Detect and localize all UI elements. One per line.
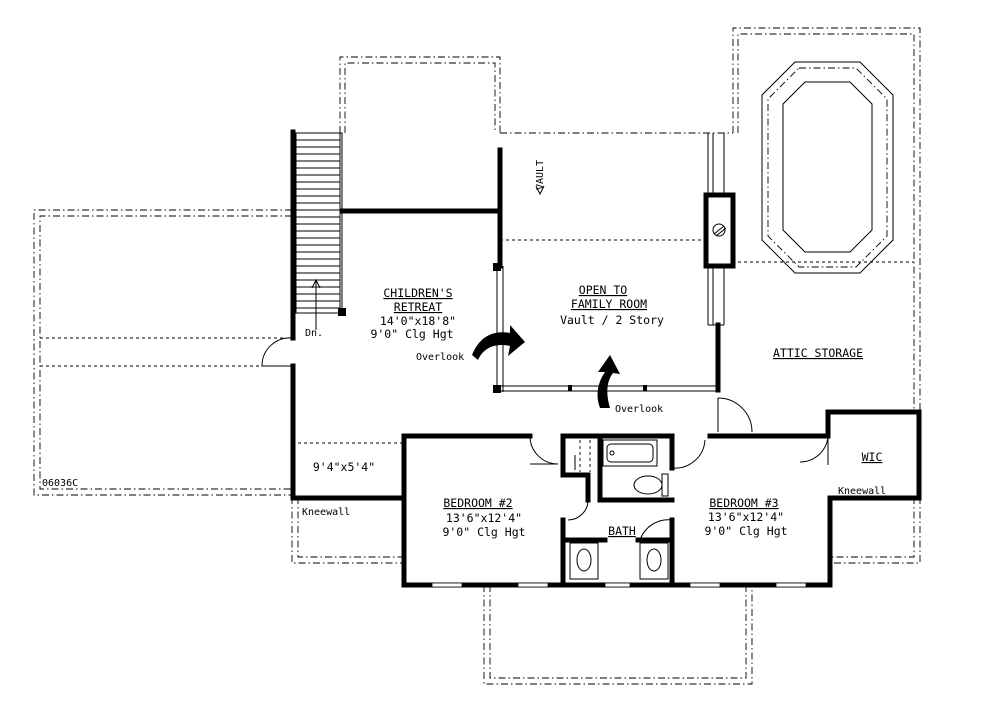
- childrens-retreat-title-2: RETREAT: [394, 300, 443, 314]
- bath-label: BATH: [608, 524, 636, 538]
- attic-storage-label: ATTIC STORAGE: [773, 346, 863, 360]
- childrens-retreat-ceiling: 9'0" Clg Hgt: [370, 327, 453, 341]
- open-to-family-title-1: OPEN TO: [579, 283, 628, 297]
- overlook-right-label: Overlook: [615, 404, 663, 415]
- bedroom3-title: BEDROOM #3: [709, 496, 778, 510]
- bedroom3-ceiling: 9'0" Clg Hgt: [704, 524, 787, 538]
- bedroom2-title: BEDROOM #2: [443, 496, 512, 510]
- stair-down-label: Dn.: [305, 328, 323, 339]
- sink-left: [569, 542, 599, 580]
- kneewall-left-label: Kneewall: [302, 507, 350, 518]
- staircase: [295, 132, 346, 330]
- linen-closet: [579, 440, 591, 472]
- overlook-left-label: Overlook: [416, 352, 464, 363]
- open-to-family-note: Vault / 2 Story: [560, 313, 664, 327]
- kneewall-right-label: Kneewall: [838, 486, 886, 497]
- childrens-retreat-size: 14'0"x18'8": [380, 314, 456, 328]
- tray-ceiling: [761, 61, 894, 274]
- roof-outline: [33, 27, 921, 685]
- walls: [290, 129, 922, 588]
- bedroom2-size: 13'6"x12'4": [446, 511, 522, 525]
- overlook-arrow-left: [472, 325, 525, 360]
- doors: [261, 337, 829, 541]
- svg-text:VAULT: VAULT: [535, 160, 546, 190]
- windows: [431, 582, 807, 588]
- wic-label: WIC: [862, 450, 883, 464]
- overlook-rails: [493, 263, 718, 393]
- bathtub: [602, 439, 658, 467]
- childrens-retreat-title-1: CHILDREN'S: [383, 286, 452, 300]
- open-to-family-title-2: FAMILY ROOM: [571, 297, 647, 311]
- vault-marker: VAULT: [535, 160, 546, 196]
- small-space-size: 9'4"x5'4": [313, 460, 375, 474]
- plan-id: 06036C: [42, 478, 78, 489]
- overlook-arrow-right: [597, 355, 620, 408]
- bedroom2-ceiling: 9'0" Clg Hgt: [442, 525, 525, 539]
- sink-right: [639, 542, 669, 580]
- toilet: [633, 473, 669, 497]
- chimney-symbol: [707, 133, 727, 326]
- bedroom3-size: 13'6"x12'4": [708, 510, 784, 524]
